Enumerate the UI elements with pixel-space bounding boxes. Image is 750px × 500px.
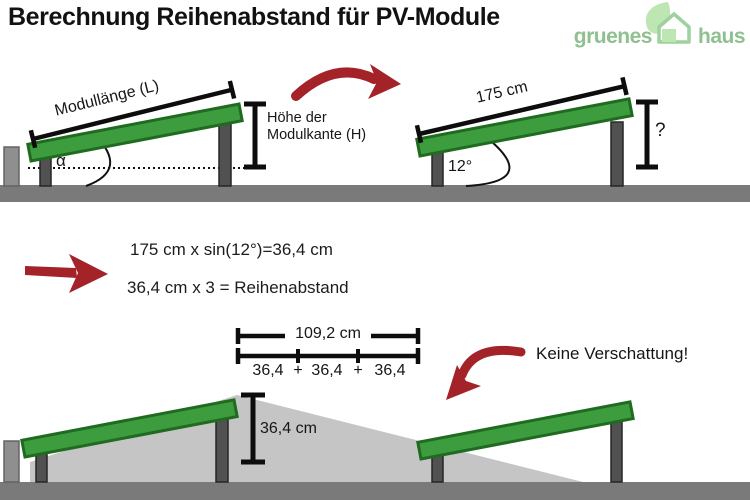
segmented-spacing-measure-line xyxy=(235,348,421,364)
ground-top xyxy=(0,185,750,202)
formula-row-spacing: 36,4 cm x 3 = Reihenabstand xyxy=(127,278,349,297)
unknown-height-measure-line xyxy=(636,99,658,170)
height-label-line2: Modulkante (H) xyxy=(267,126,367,143)
total-spacing-measure-line xyxy=(235,328,421,344)
module-edge-height-measure-line xyxy=(244,101,266,170)
wall-block-bottom-left xyxy=(3,440,20,483)
wall-block-top-left xyxy=(3,146,20,187)
logo-text-gruenes: gruenes xyxy=(573,25,653,48)
shading-height-measure-line xyxy=(241,392,265,465)
curved-arrow-down-left-icon xyxy=(446,345,526,400)
support-post xyxy=(431,454,444,483)
pv-module xyxy=(20,398,239,459)
straight-arrow-right-icon xyxy=(25,254,108,293)
support-post xyxy=(215,416,229,483)
page-title: Berechnung Reihenabstand für PV-Module xyxy=(8,3,500,31)
segment3-label: 36,4 xyxy=(374,362,406,379)
support-post xyxy=(610,419,623,483)
module-length-measure-line xyxy=(28,80,237,149)
house-door xyxy=(662,29,676,42)
no-shading-callout: Keine Verschattung! xyxy=(536,344,689,363)
height-label-line1: Höhe der xyxy=(267,110,327,126)
angle-value-label: 12° xyxy=(448,158,473,175)
module-edge-height-label: Höhe der Modulkante (H) xyxy=(267,110,366,143)
ground-bottom xyxy=(0,482,750,500)
angle-arc-12deg xyxy=(465,141,511,187)
segment1-label: 36,4 xyxy=(252,362,284,379)
support-post xyxy=(35,451,48,483)
total-spacing-label: 109,2 cm xyxy=(295,325,361,342)
module-length-measure-line xyxy=(414,76,629,144)
logo-icon xyxy=(645,2,691,44)
curved-arrow-right-icon xyxy=(291,64,401,101)
shadow-triangle xyxy=(30,395,583,482)
plus-sign: + xyxy=(353,362,363,379)
unknown-height-label: ? xyxy=(655,120,666,141)
shading-height-label: 36,4 cm xyxy=(260,420,317,437)
support-post xyxy=(218,121,232,187)
support-post xyxy=(610,121,624,187)
plus-sign: + xyxy=(293,362,303,379)
pv-module xyxy=(416,400,635,461)
segment2-label: 36,4 xyxy=(311,362,343,379)
formula-sine: 175 cm x sin(12°)=36,4 cm xyxy=(130,240,333,259)
logo-text-haus: haus xyxy=(698,25,746,48)
pv-module xyxy=(415,97,634,158)
angle-alpha-label: α xyxy=(56,151,66,170)
pv-module xyxy=(26,102,244,163)
